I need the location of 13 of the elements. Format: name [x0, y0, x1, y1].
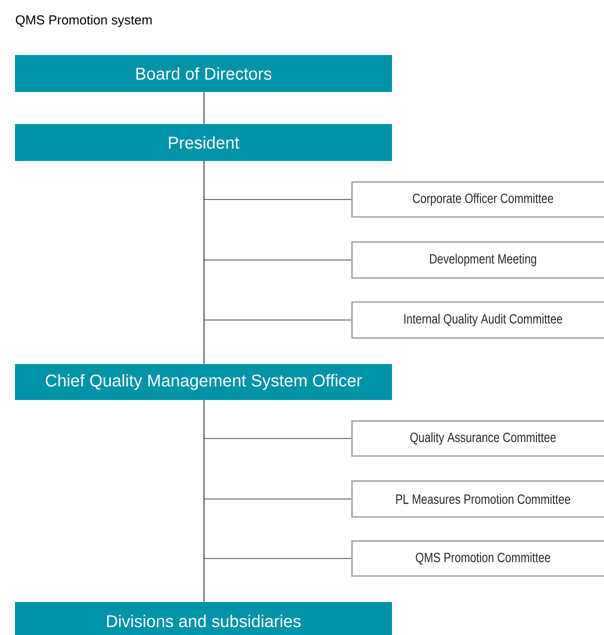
committee-box: PL Measures Promotion Committee — [351, 480, 604, 518]
role-box: Chief Quality Management System Officer — [15, 364, 392, 400]
role-box: Board of Directors — [15, 55, 392, 92]
role-box: Divisions and subsidiaries — [15, 602, 392, 635]
committee-box: QMS Promotion Committee — [351, 540, 604, 577]
connector-line — [204, 160, 352, 320]
committee-box: Internal Quality Audit Committee — [351, 301, 604, 339]
connector-line — [204, 400, 352, 559]
committee-box: Quality Assurance Committee — [351, 420, 604, 457]
committee-box: Development Meeting — [351, 241, 604, 279]
role-box: President — [15, 124, 392, 161]
title: QMS Promotion system — [16, 14, 152, 28]
committee-box: Corporate Officer Committee — [351, 181, 604, 218]
